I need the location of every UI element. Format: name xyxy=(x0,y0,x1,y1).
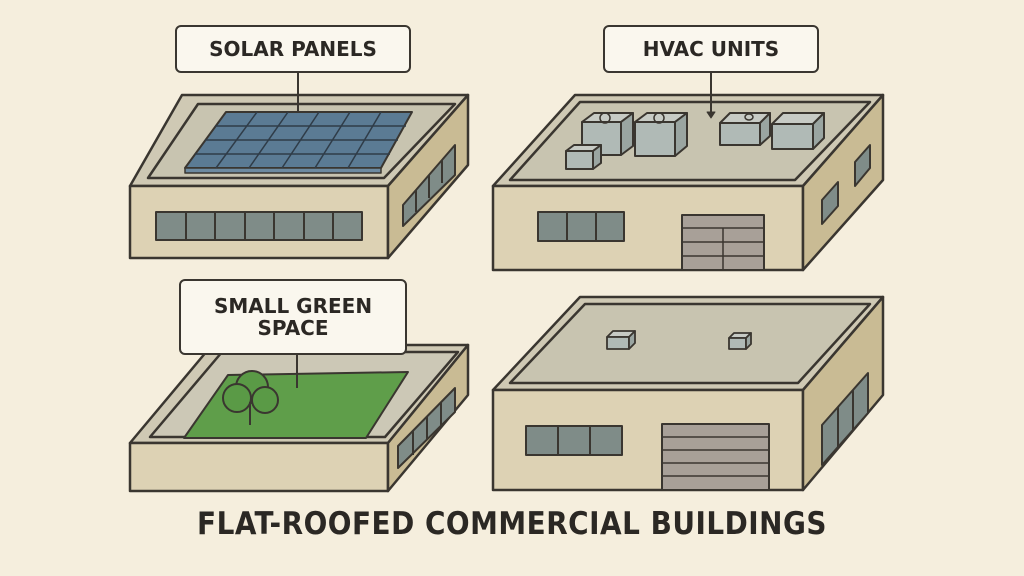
label-solar-panels: SOLAR PANELS xyxy=(175,25,411,73)
front-windows xyxy=(155,211,363,241)
label-text-line1: SMALL GREEN xyxy=(213,294,373,318)
building-hvac xyxy=(491,70,885,272)
garage-door xyxy=(661,423,770,491)
building-solar xyxy=(128,70,470,260)
page-title: FLAT-ROOFED COMMERCIAL BUILDINGS xyxy=(197,506,827,542)
building-green-roof xyxy=(128,343,470,493)
green-roof-area xyxy=(183,350,409,439)
label-text: HVAC UNITS xyxy=(642,37,780,61)
building-plain-roof xyxy=(491,295,885,492)
hvac-units xyxy=(565,112,825,170)
label-text-line2: SPACE xyxy=(257,316,329,340)
label-hvac-units: HVAC UNITS xyxy=(603,25,819,73)
label-small-green-space: SMALL GREEN SPACE xyxy=(179,279,407,355)
label-text: SOLAR PANELS xyxy=(209,37,377,61)
garage-door xyxy=(681,214,765,271)
solar-panel-array xyxy=(184,111,413,174)
